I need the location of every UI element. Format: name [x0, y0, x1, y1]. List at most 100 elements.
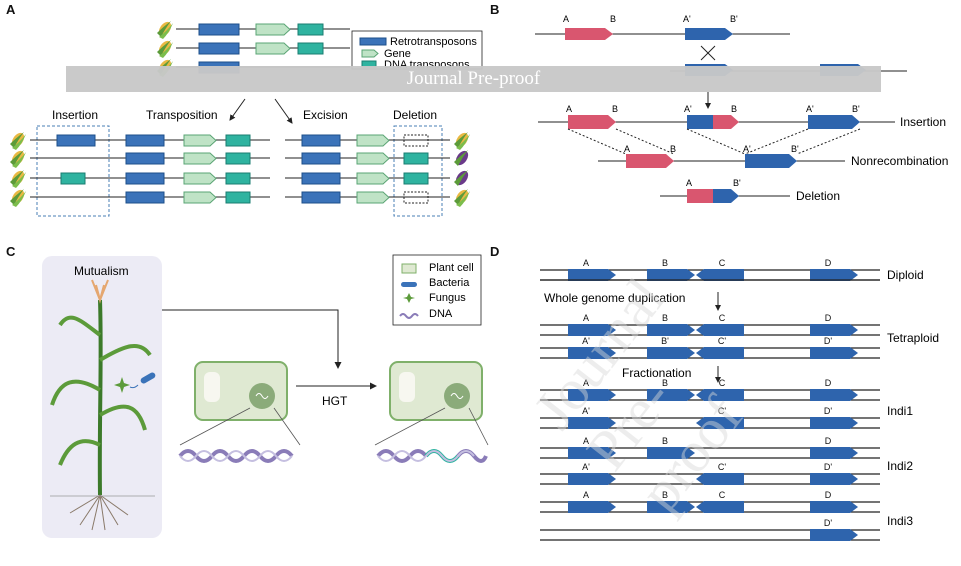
panel-label-c: C	[6, 244, 16, 259]
d-row-indi2: Indi2	[887, 459, 914, 473]
gene-label: A	[583, 490, 589, 500]
journal-preproof-banner: Journal Pre-proof	[66, 66, 881, 92]
b-ins-b: B	[612, 104, 619, 114]
b-top-a: A	[563, 14, 570, 24]
c-legend-fungus: Fungus	[429, 292, 466, 304]
c-title-mutualism: Mutualism	[74, 264, 129, 278]
c-legend-bacteria: Bacteria	[429, 277, 470, 289]
gene-block	[647, 501, 695, 513]
b-del-b-prime: B'	[733, 178, 741, 188]
gene-label: D'	[824, 462, 832, 472]
deletion-box	[393, 125, 443, 217]
gene-block	[568, 473, 616, 485]
gene-label: A	[583, 313, 589, 323]
gene-block	[696, 269, 744, 281]
gene-block	[810, 417, 858, 429]
gene-label: D	[825, 490, 832, 500]
panel-b-diagram	[535, 28, 907, 203]
gene-label: D'	[824, 518, 832, 528]
gene-block	[810, 529, 858, 541]
gene-block	[696, 389, 744, 401]
label-deletion-a: Deletion	[393, 108, 438, 122]
b-ins-b-prime: B'	[852, 104, 860, 114]
gene-block	[696, 417, 744, 429]
gene-block	[647, 347, 695, 359]
c-legend-plant-cell: Plant cell	[429, 262, 474, 274]
b-non-b: B	[670, 144, 677, 154]
gene-label: D'	[824, 406, 832, 416]
gene-label: B	[662, 490, 668, 500]
gene-block	[568, 389, 616, 401]
gene-label: B	[662, 436, 668, 446]
gene-block	[810, 347, 858, 359]
gene-label: A'	[582, 336, 590, 346]
gene-block	[810, 447, 858, 459]
gene-label: C	[719, 258, 726, 268]
gene-label: D	[825, 436, 832, 446]
b-top-a-prime: A'	[683, 14, 691, 24]
c-legend-dna: DNA	[429, 308, 453, 320]
gene-block	[696, 324, 744, 336]
gene-label: C'	[718, 406, 726, 416]
b-ins-a-prime: A'	[684, 104, 692, 114]
c-hgt-label: HGT	[322, 394, 348, 408]
gene-label: C'	[718, 336, 726, 346]
insertion-box	[36, 125, 110, 217]
gene-label: D'	[824, 336, 832, 346]
gene-label: A'	[582, 406, 590, 416]
b-ins-a: A	[566, 104, 573, 114]
panel-a-right-rows	[285, 130, 471, 207]
panel-c-diagram	[42, 254, 489, 538]
gene-label: C	[719, 490, 726, 500]
gene-block	[568, 347, 616, 359]
gene-block	[647, 269, 695, 281]
gene-block	[696, 347, 744, 359]
gene-block	[696, 473, 744, 485]
b-top-b: B	[610, 14, 617, 24]
gene-block	[647, 389, 695, 401]
gene-label: B	[662, 313, 668, 323]
d-step-wgd: Whole genome duplication	[544, 291, 686, 305]
b-non-b-prime: B'	[791, 144, 799, 154]
gene-block	[810, 324, 858, 336]
gene-label: C'	[718, 462, 726, 472]
gene-label: A	[583, 258, 589, 268]
gene-label: A	[583, 378, 589, 388]
b-ins-b2: B	[731, 104, 738, 114]
b-non-a: A	[624, 144, 631, 154]
d-step-fractionation: Fractionation	[622, 366, 692, 380]
gene-block	[568, 447, 616, 459]
gene-block	[568, 324, 616, 336]
gene-block	[647, 447, 695, 459]
b-non-a-prime: A'	[743, 144, 751, 154]
d-row-tetraploid: Tetraploid	[887, 331, 940, 345]
gene-label: A'	[582, 462, 590, 472]
gene-label: B'	[661, 336, 669, 346]
gene-label: B	[662, 258, 668, 268]
panel-a-diagram	[9, 19, 483, 217]
gene-label: B	[662, 378, 668, 388]
gene-label: C	[719, 378, 726, 388]
gene-label: A	[583, 436, 589, 446]
b-row-insertion: Insertion	[900, 115, 947, 129]
gene-block	[696, 501, 744, 513]
gene-block	[568, 269, 616, 281]
b-ins-a-prime2: A'	[806, 104, 814, 114]
b-row-nonrecombination: Nonrecombination	[851, 154, 949, 168]
panel-label-b: B	[490, 2, 500, 17]
gene-block	[810, 269, 858, 281]
gene-block	[568, 501, 616, 513]
gene-label: D	[825, 378, 832, 388]
label-insertion-a: Insertion	[52, 108, 99, 122]
b-top-b-prime: B'	[730, 14, 738, 24]
gene-label: C	[719, 313, 726, 323]
legend-gene: Gene	[384, 48, 411, 60]
gene-block	[647, 324, 695, 336]
gene-block	[568, 417, 616, 429]
legend-retrotransposons: Retrotransposons	[390, 36, 477, 48]
label-transposition: Transposition	[146, 108, 218, 122]
gene-block	[810, 389, 858, 401]
gene-label: D	[825, 313, 832, 323]
panel-a-left-rows	[9, 130, 270, 207]
